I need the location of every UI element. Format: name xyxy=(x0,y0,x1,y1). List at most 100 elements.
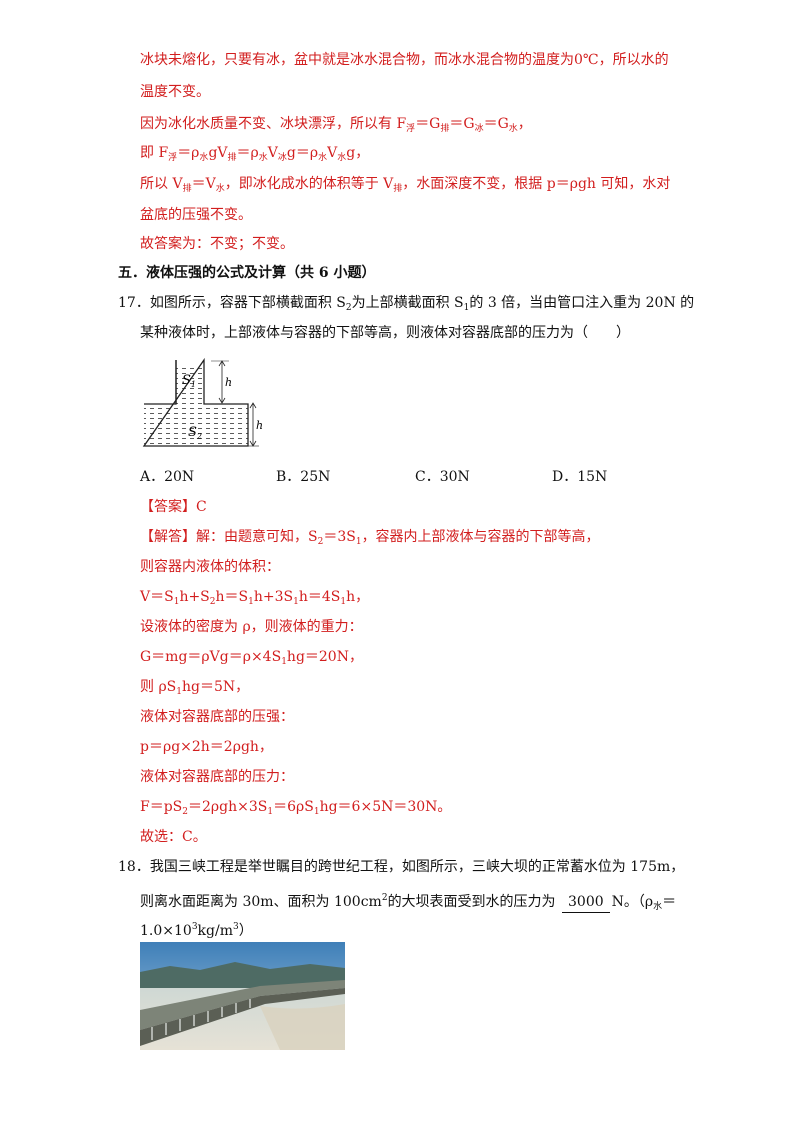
text: N。（ρ xyxy=(611,894,654,910)
three-gorges-dam-photo xyxy=(140,942,345,1050)
subscript: 1 xyxy=(281,657,287,667)
text: g， xyxy=(346,145,370,161)
superscript: 3 xyxy=(191,922,198,932)
q17-conclusion: 故选：C。 xyxy=(140,829,207,845)
subscript: 2 xyxy=(345,303,352,313)
dam-body xyxy=(140,980,345,1030)
text: h＝S xyxy=(215,589,249,605)
subscript: 1 xyxy=(176,687,183,697)
prev-answer-line-6: 盆底的压强不变。 xyxy=(140,207,252,223)
text: kg/m xyxy=(197,923,233,939)
text: V xyxy=(327,145,338,161)
q17-analysis-6: 则 ρS1hg＝5N， xyxy=(140,677,249,702)
subscript: 2 xyxy=(209,597,216,607)
text: ＝G xyxy=(415,116,441,132)
subscript: 1 xyxy=(355,537,362,547)
text: F＝pS xyxy=(140,799,183,815)
text: 则 ρS xyxy=(140,679,177,695)
option-c: C．30N xyxy=(415,469,470,485)
text: 的大坝表面受到水的压力为 xyxy=(387,894,556,910)
text: 3000 xyxy=(568,894,604,910)
subscript: 1 xyxy=(173,597,180,607)
subscript: 水 xyxy=(215,184,225,194)
text: ，水面深度不变，根据 p＝ρgh 可知，水对 xyxy=(402,176,671,192)
q17-analysis-5: G＝mg＝ρVg＝ρ×4S1hg＝20N， xyxy=(140,647,363,672)
text: ＝G xyxy=(449,116,475,132)
text: 即 F xyxy=(140,145,169,161)
superscript: 3 xyxy=(232,922,239,932)
text: h+3S xyxy=(253,589,294,605)
q18-stem-line-1: 18．我国三峡工程是举世瞩目的跨世纪工程，如图所示，三峡大坝的正常蓄水位为 17… xyxy=(118,859,685,875)
text: G＝mg＝ρVg＝ρ×4S xyxy=(140,649,282,665)
subscript: 1 xyxy=(267,807,274,817)
prev-answer-line-5: 所以 V排＝V水，即冰化成水的体积等于 V排，水面深度不变，根据 p＝ρgh 可… xyxy=(140,174,670,199)
subscript: 水 xyxy=(653,902,663,912)
subscript: 2 xyxy=(317,537,324,547)
spray xyxy=(260,1004,345,1050)
text: 1.0×10 xyxy=(140,923,192,939)
spillway-gates xyxy=(151,999,251,1040)
q17-analysis-7: 液体对容器底部的压强： xyxy=(140,709,294,725)
prev-answer-line-4: 即 F浮＝ρ水gV排＝ρ水V冰g＝ρ水V水g， xyxy=(140,143,369,168)
subscript: 1 xyxy=(463,303,470,313)
subscript: 浮 xyxy=(406,124,416,134)
text: 所以 V xyxy=(140,176,183,192)
prev-answer-line-3: 因为冰化水质量不变、冰块漂浮，所以有 F浮＝G排＝G冰＝G水， xyxy=(140,114,532,139)
upper-liquid xyxy=(176,366,204,404)
text: ＝6ρS xyxy=(273,799,314,815)
q17-analysis-3: V＝S1h+S2h＝S1h+3S1h＝4S1h， xyxy=(140,587,369,612)
subscript: 排 xyxy=(182,184,192,194)
subscript: 水 xyxy=(318,153,328,163)
text: g＝ρ xyxy=(286,145,319,161)
text: 17．如图所示，容器下部横截面积 S xyxy=(118,295,346,311)
subscript: 2 xyxy=(182,807,189,817)
text: 为上部横截面积 S xyxy=(351,295,464,311)
subscript: 1 xyxy=(313,807,320,817)
text: V xyxy=(267,145,278,161)
text: ＝ρ xyxy=(177,145,200,161)
text: 则离水面距离为 30m、面积为 100cm xyxy=(140,894,382,910)
text: gV xyxy=(208,145,228,161)
text: hg＝6×5N＝30N。 xyxy=(319,799,452,815)
q17-analysis-8: p＝ρg×2h＝2ρgh， xyxy=(140,739,273,755)
text: h+S xyxy=(179,589,210,605)
subscript: 冰 xyxy=(474,124,484,134)
text: hg＝20N， xyxy=(286,649,363,665)
subscript: 水 xyxy=(199,153,209,163)
q17-analysis-1: 【解答】解：由题意可知，S2＝3S1，容器内上部液体与容器的下部等高， xyxy=(140,527,600,552)
subscript: 水 xyxy=(337,153,347,163)
option-a: A．20N xyxy=(140,469,195,485)
text: h＝4S xyxy=(298,589,341,605)
text: ＝3S xyxy=(323,529,356,545)
q17-stem-line-2: 某种液体时，上部液体与容器的下部等高，则液体对容器底部的压力为（ ） xyxy=(140,325,630,341)
subscript: 浮 xyxy=(168,153,178,163)
text: h， xyxy=(346,589,370,605)
q18-stem-line-3: 1.0×103kg/m3） xyxy=(140,917,253,941)
text: V＝S xyxy=(140,589,174,605)
q17-analysis-4: 设液体的密度为 ρ，则液体的重力： xyxy=(140,619,363,635)
superscript: 2 xyxy=(381,893,388,903)
text: 的 3 倍，当由管口注入重为 20N 的 xyxy=(469,295,695,311)
section-title: 五．液体压强的公式及计算（共 6 小题） xyxy=(118,265,376,281)
text: ， xyxy=(517,116,532,132)
subscript: 1 xyxy=(340,597,347,607)
subscript: 水 xyxy=(258,153,268,163)
subscript: 排 xyxy=(393,184,403,194)
text: ＝ xyxy=(662,894,677,910)
subscript: 1 xyxy=(293,597,299,607)
q18-stem-line-2: 则离水面距离为 30m、面积为 100cm2的大坝表面受到水的压力为 3000 N… xyxy=(140,888,676,917)
text: ＝2ρgh×3S xyxy=(188,799,268,815)
lower-liquid xyxy=(144,404,248,446)
text: hg＝5N， xyxy=(182,679,250,695)
s1-label: S1 xyxy=(182,373,196,389)
answer-blank: 3000 xyxy=(562,892,610,913)
text: 因为冰化水质量不变、冰块漂浮，所以有 F xyxy=(140,116,407,132)
prev-answer-line-1: 冰块未熔化，只要有冰，盆中就是冰水混合物，而冰水混合物的温度为0℃，所以水的 xyxy=(140,52,669,68)
subscript: 冰 xyxy=(277,153,287,163)
h1-label: h xyxy=(225,376,232,389)
q17-analysis-10: F＝pS2＝2ρgh×3S1＝6ρS1hg＝6×5N＝30N。 xyxy=(140,797,451,822)
prev-answer-conclusion: 故答案为：不变；不变。 xyxy=(140,236,294,252)
option-b: B．25N xyxy=(276,469,331,485)
option-d: D．15N xyxy=(552,469,608,485)
q17-analysis-9: 液体对容器底部的压力： xyxy=(140,769,294,785)
